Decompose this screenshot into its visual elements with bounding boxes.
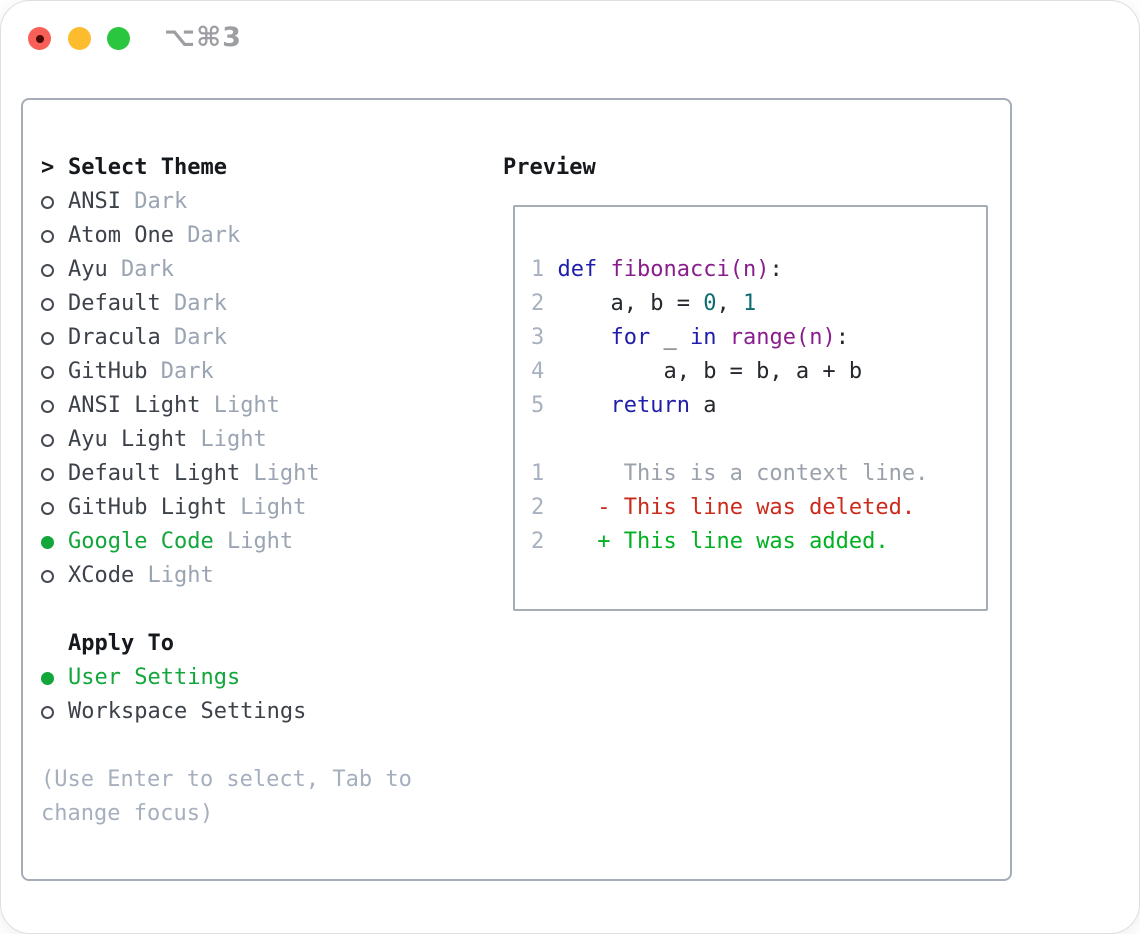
theme-option-atom-one[interactable]: Atom One Dark — [41, 219, 501, 253]
theme-name: GitHub — [68, 359, 148, 384]
theme-variant: Dark — [120, 189, 188, 214]
theme-variant: Dark — [160, 325, 227, 350]
theme-variant: Light — [134, 563, 214, 588]
select-theme-title: Select Theme — [68, 155, 227, 180]
radio-icon — [41, 705, 54, 719]
theme-option-xcode[interactable]: XCode Light — [41, 559, 501, 593]
theme-name: Dracula — [68, 325, 161, 350]
theme-variant: Dark — [147, 359, 214, 384]
preview-line: 3 for _ in range(n): — [531, 325, 849, 350]
theme-variant: Dark — [160, 291, 227, 316]
theme-name: Ayu — [68, 257, 108, 282]
theme-variant: Light — [187, 427, 267, 452]
apply-to-title: Apply To — [68, 631, 174, 656]
window-title: ⌥⌘3 — [164, 22, 242, 53]
theme-name: Default Light — [68, 461, 241, 486]
theme-name: Atom One — [68, 223, 174, 248]
apply-option-label: Workspace Settings — [68, 699, 307, 724]
preview-line: 1 This is a context line. — [531, 461, 929, 486]
help-text: (Use Enter to select, Tab to change focus… — [41, 763, 501, 831]
apply-to-header: Apply To — [41, 627, 501, 661]
theme-name: ANSI — [68, 189, 121, 214]
theme-name: XCode — [68, 563, 135, 588]
radio-icon — [41, 263, 54, 277]
maximize-button[interactable] — [107, 27, 130, 50]
theme-variant: Light — [200, 393, 280, 418]
select-theme-header: > Select Theme — [41, 151, 501, 185]
title-bar: ⌥⌘3 — [1, 1, 1139, 71]
preview-pane: 1 def fibonacci(n): 2 a, b = 0, 1 3 for _ … — [513, 205, 988, 611]
theme-option-ansi[interactable]: ANSI Dark — [41, 185, 501, 219]
theme-option-default[interactable]: Default Dark — [41, 287, 501, 321]
radio-selected-icon — [41, 535, 54, 549]
help-line: change focus) — [41, 801, 214, 826]
theme-variant: Light — [213, 529, 294, 554]
close-dot-icon — [35, 34, 44, 43]
radio-icon — [41, 467, 54, 481]
theme-variant: Dark — [173, 223, 241, 248]
theme-name: Default — [68, 291, 161, 316]
theme-variant: Light — [226, 495, 307, 520]
radio-icon — [41, 195, 54, 209]
theme-option-ayu-light[interactable]: Ayu Light Light — [41, 423, 501, 457]
close-button[interactable] — [28, 27, 51, 50]
apply-option-label: User Settings — [68, 665, 241, 690]
theme-option-github[interactable]: GitHub Dark — [41, 355, 501, 389]
theme-name: GitHub Light — [68, 495, 227, 520]
preview-line — [531, 423, 986, 457]
theme-option-default-light[interactable]: Default Light Light — [41, 457, 501, 491]
theme-option-ayu[interactable]: Ayu Dark — [41, 253, 501, 287]
radio-selected-icon — [41, 671, 54, 685]
code-preview: 1 def fibonacci(n): 2 a, b = 0, 1 3 for _ … — [531, 253, 986, 559]
theme-option-google-code[interactable]: Google Code Light — [41, 525, 501, 559]
radio-icon — [41, 365, 54, 379]
preview-line: 2 a, b = 0, 1 — [531, 291, 757, 316]
preview-line: 4 a, b = b, a + b — [531, 359, 863, 384]
radio-icon — [41, 433, 54, 447]
theme-name: Google Code — [68, 529, 214, 554]
preview-line: 2 + This line was added. — [531, 529, 889, 554]
theme-name: ANSI Light — [68, 393, 201, 418]
apply-option-user-settings[interactable]: User Settings — [41, 661, 501, 695]
radio-icon — [41, 399, 54, 413]
theme-variant: Light — [240, 461, 320, 486]
theme-variant: Dark — [107, 257, 174, 282]
theme-name: Ayu Light — [68, 427, 188, 452]
radio-icon — [41, 229, 54, 243]
preview-line: 1 def fibonacci(n): — [531, 257, 783, 282]
theme-option-ansi-light[interactable]: ANSI Light Light — [41, 389, 501, 423]
apply-option-workspace-settings[interactable]: Workspace Settings — [41, 695, 501, 729]
cursor-prompt-icon: > — [41, 155, 55, 180]
radio-icon — [41, 569, 54, 583]
preview-title: Preview — [503, 155, 596, 180]
help-line: (Use Enter to select, Tab to — [41, 767, 412, 792]
theme-option-dracula[interactable]: Dracula Dark — [41, 321, 501, 355]
preview-line: 2 - This line was deleted. — [531, 495, 916, 520]
radio-icon — [41, 331, 54, 345]
minimize-button[interactable] — [68, 27, 91, 50]
spacer-row — [41, 729, 501, 763]
preview-line: 5 return a — [531, 393, 717, 418]
theme-option-github-light[interactable]: GitHub Light Light — [41, 491, 501, 525]
spacer-row — [41, 593, 501, 627]
radio-icon — [41, 297, 54, 311]
radio-icon — [41, 501, 54, 515]
